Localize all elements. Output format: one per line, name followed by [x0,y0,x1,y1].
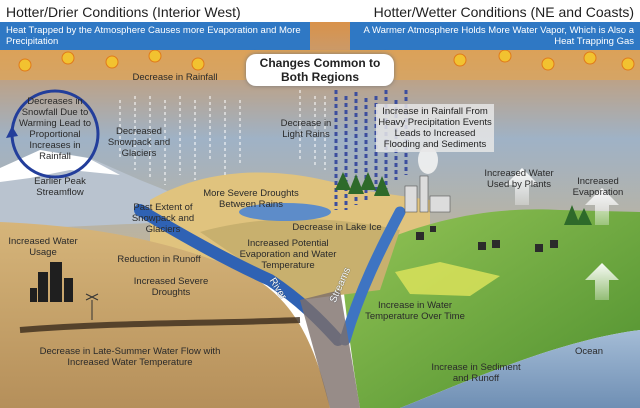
aquifer [19,317,301,333]
label-heavy-precipitation: Increase in Rainfall From Heavy Precipit… [376,104,494,152]
label-water-temperature: Increase in Water Temperature Over Time [365,300,465,322]
desert-ground [0,222,330,408]
label-light-rains: Decrease in Light Rains [280,118,332,140]
crop-field [395,262,500,296]
label-increased-droughts: Increased Severe Droughts [133,276,209,298]
label-earlier-peak: Earlier Peak Streamflow [34,176,86,198]
label-reduction-runoff: Reduction in Runoff [117,254,201,265]
left-region-title: Hotter/Drier Conditions (Interior West) [6,4,241,20]
label-past-extent: Past Extent of Snowpack and Glaciers [131,202,195,235]
right-region-title: Hotter/Wetter Conditions (NE and Coasts) [373,4,634,20]
smoke [418,146,438,174]
windmill-icon [85,293,99,320]
lake [239,203,331,221]
label-snowfall-cycle: Decreases in Snowfall Due to Warming Lea… [19,96,91,162]
sun-rays [18,49,635,72]
label-late-summer-flow: Decrease in Late-Summer Water Flow with … [39,346,221,368]
evaporation-arrows [505,168,619,300]
label-sediment-runoff: Increase in Sediment and Runoff [431,362,521,384]
houses [416,226,558,252]
lowland [200,218,400,300]
label-severe-droughts-rains: More Severe Droughts Between Rains [203,188,299,210]
streams [339,206,406,346]
canyon [300,290,360,408]
left-heat-band: Heat Trapped by the Atmosphere Causes mo… [0,22,310,50]
snowcap [0,150,120,182]
label-increased-evaporation: Increased Evaporation [572,176,624,198]
light-rain [119,90,326,185]
right-heat-band: A Warmer Atmosphere Holds More Water Vap… [350,22,640,50]
label-water-usage: Increased Water Usage [8,236,78,258]
trees [335,172,592,225]
cycle-arrowhead [6,126,18,138]
green-land [340,209,640,408]
label-lake-ice: Decrease in Lake Ice [292,222,382,233]
common-changes-box: Changes Common to Both Regions [246,54,394,86]
label-potential-evaporation: Increased Potential Evaporation and Wate… [239,238,337,271]
factory [404,175,451,213]
label-ocean: Ocean [575,346,603,357]
label-water-plants: Increased Water Used by Plants [484,168,554,190]
city [30,262,73,302]
label-decrease-rainfall: Decrease in Rainfall [132,72,218,83]
ocean [400,330,640,408]
label-decreased-snowpack: Decreased Snowpack and Glaciers [107,126,171,159]
